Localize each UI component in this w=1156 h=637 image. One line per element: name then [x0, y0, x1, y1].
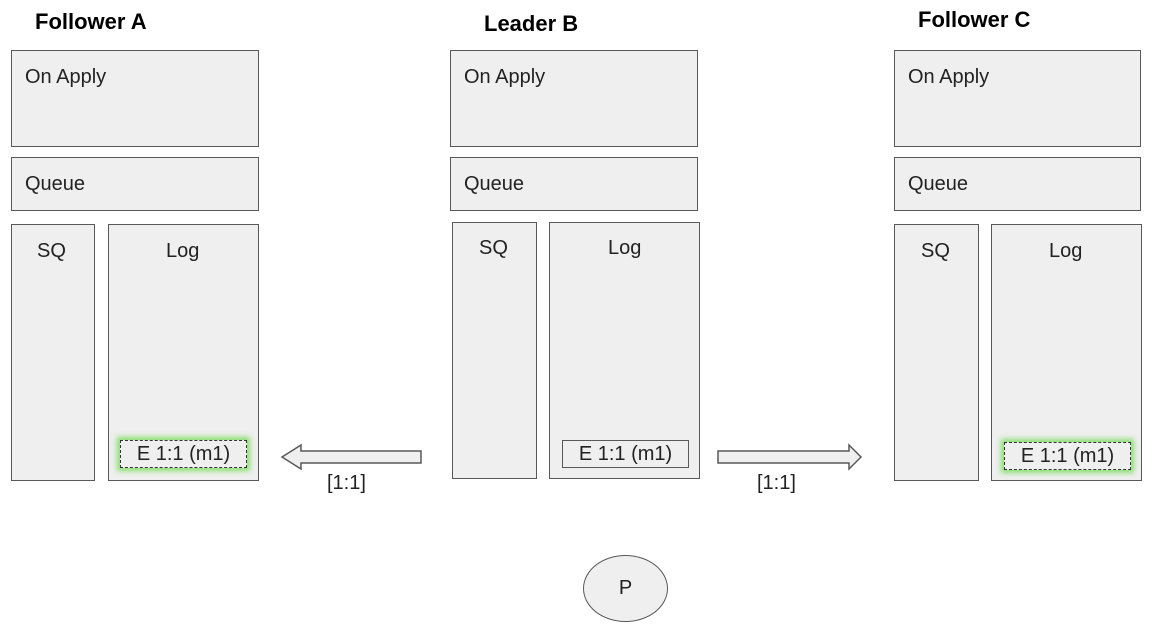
follower-c-on-apply-label: On Apply [908, 66, 990, 88]
follower-c-on-apply-box: On Apply [894, 50, 1141, 147]
follower-a-queue-label: Queue [25, 173, 86, 195]
follower-a-title: Follower A [35, 9, 147, 34]
follower-a-queue-box: Queue [11, 157, 259, 211]
follower-c-sq-label: SQ [921, 240, 950, 262]
follower-c-sq-box: SQ [894, 224, 979, 481]
follower-c-log-box: Log [991, 224, 1142, 481]
leader-b-on-apply-box: On Apply [450, 50, 698, 147]
follower-c-queue-label: Queue [908, 173, 969, 195]
leader-b-log-entry: E 1:1 (m1) [562, 440, 689, 468]
follower-a-log-box: Log [108, 224, 259, 481]
follower-c-title: Follower C [918, 7, 1031, 32]
follower-a-on-apply-label: On Apply [25, 66, 107, 88]
follower-a-sq-label: SQ [37, 240, 66, 262]
leader-b-log-box: Log [549, 222, 700, 479]
leader-b-sq-box: SQ [452, 222, 537, 479]
leader-b-queue-box: Queue [450, 157, 698, 211]
follower-a-log-entry: E 1:1 (m1) [120, 440, 247, 468]
arrow-right-to-follower-c [717, 443, 863, 471]
proposer-node: P [583, 555, 668, 622]
leader-b-on-apply-label: On Apply [464, 66, 546, 88]
message-label-to-follower-a: [1:1] [327, 472, 366, 494]
follower-a-on-apply-box: On Apply [11, 50, 259, 147]
follower-c-log-entry: E 1:1 (m1) [1004, 442, 1131, 470]
leader-b-title: Leader B [484, 11, 579, 36]
leader-b-sq-label: SQ [479, 237, 508, 259]
leader-b-queue-label: Queue [464, 173, 525, 195]
follower-c-log-label: Log [1049, 240, 1083, 262]
arrow-left-to-follower-a [280, 443, 422, 471]
leader-b-log-label: Log [608, 237, 642, 259]
message-label-to-follower-c: [1:1] [757, 472, 796, 494]
follower-a-sq-box: SQ [11, 224, 95, 481]
follower-a-log-label: Log [166, 240, 200, 262]
follower-c-queue-box: Queue [894, 157, 1141, 211]
